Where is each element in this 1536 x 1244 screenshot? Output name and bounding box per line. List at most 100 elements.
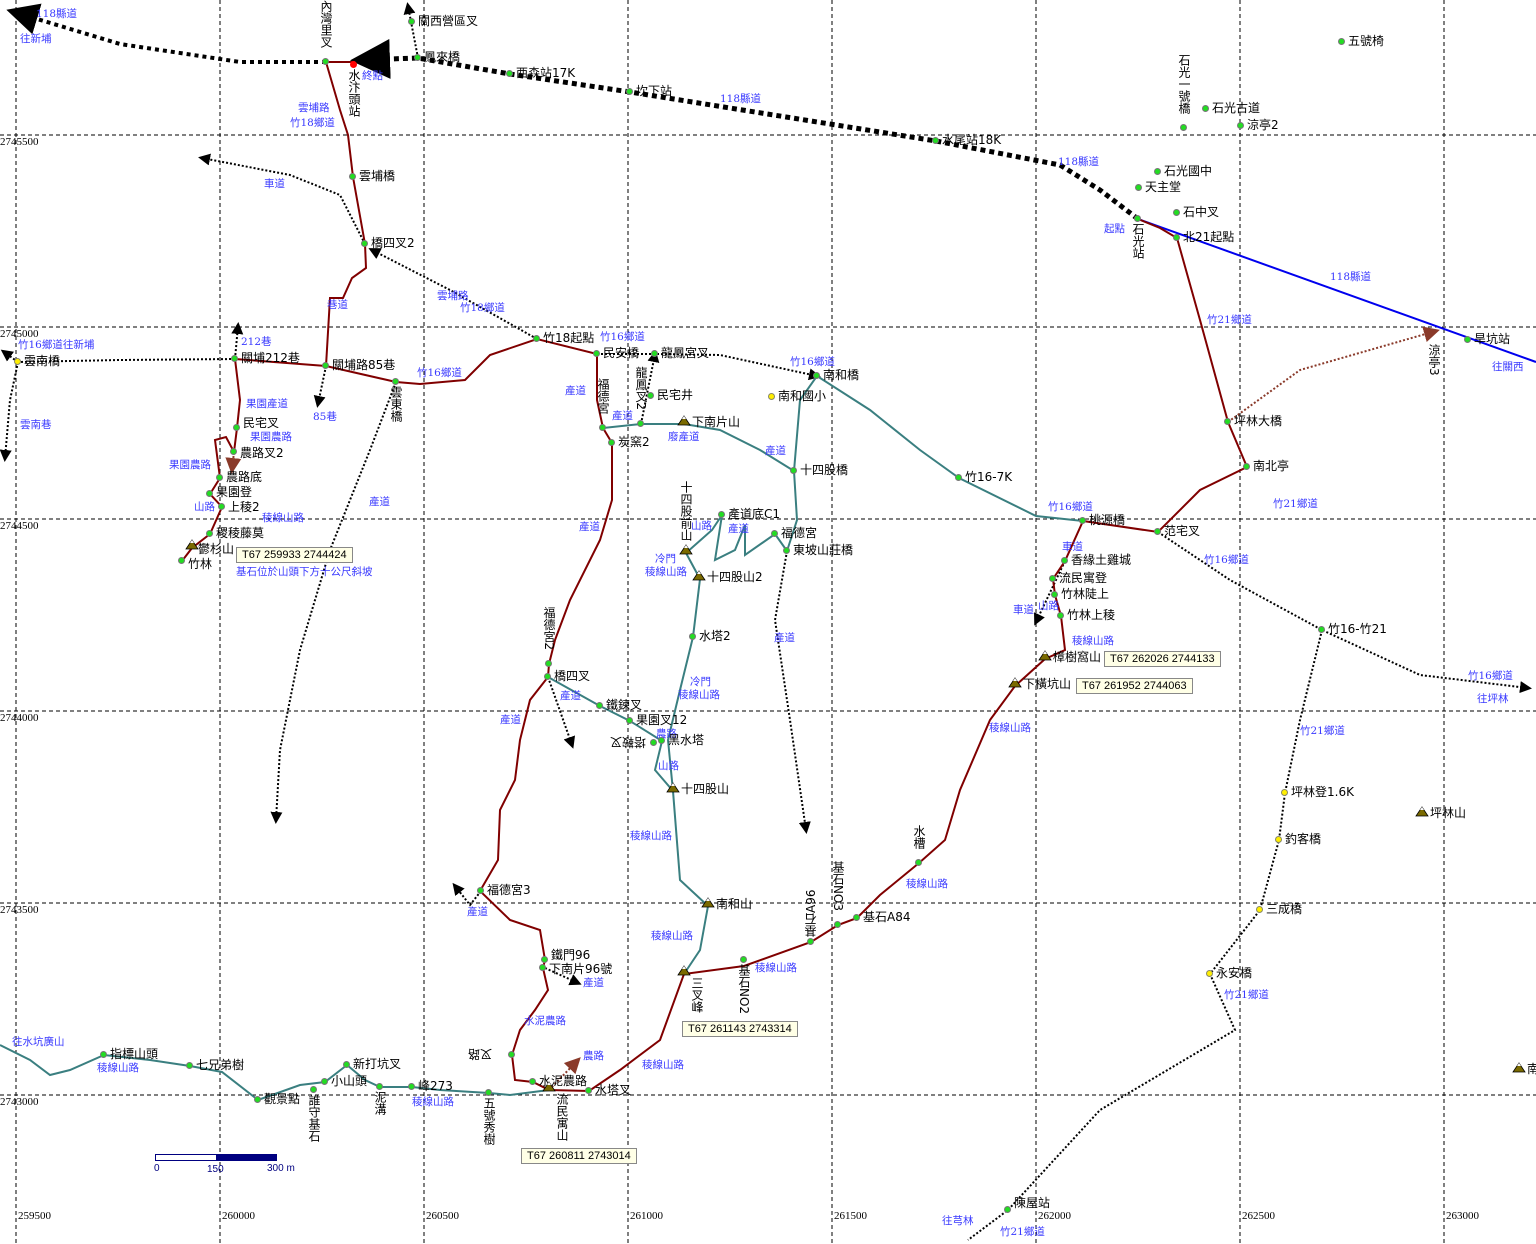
road-label: 往芎林 (942, 1215, 974, 1227)
waypoint-dot (233, 424, 240, 431)
road-label: 起點 (1104, 223, 1125, 235)
waypoint-dot (1318, 626, 1325, 633)
waypoint-dot (1004, 1206, 1011, 1213)
waypoint-label: 石光站 (1131, 223, 1145, 259)
waypoint-dot (637, 420, 644, 427)
waypoint-dot (932, 137, 939, 144)
road-label: 往坪林 (1477, 693, 1509, 705)
peak-label: 十四股山 (681, 782, 730, 796)
mountain-peak-icon (677, 965, 691, 976)
road-label: 竹18鄉道 (460, 302, 505, 314)
waypoint-label: 竹18起點 (543, 331, 595, 345)
road-label: 竹18鄉道 (290, 117, 335, 129)
peak-label: 下南片山 (692, 415, 741, 429)
waypoint-dot (813, 372, 820, 379)
waypoint-dot (1464, 336, 1471, 343)
waypoint-dot (1224, 418, 1231, 425)
road-label: 車道 (1062, 541, 1083, 553)
waypoint-dot (349, 173, 356, 180)
waypoint-dot (647, 392, 654, 399)
waypoint-label: 黑水塔 (668, 733, 705, 747)
waypoint-label: 涼亭2 (1247, 118, 1279, 132)
waypoint-label: 鐵鍊叉 (606, 698, 643, 712)
waypoint-dot (1049, 575, 1056, 582)
y-axis-label: 2743500 (0, 904, 39, 916)
road-label: 118縣道 (720, 93, 762, 105)
waypoint-dot (771, 530, 778, 537)
road-label: 往關西 (1492, 361, 1524, 373)
road-label: 稜線山路 (645, 566, 687, 578)
waypoint-dot (599, 424, 606, 431)
road-label: 產道 (612, 410, 633, 422)
waypoint-label: 龍鳳叉2 (634, 366, 648, 410)
coordinate-box: T67 261143 2743314 (682, 1021, 798, 1037)
waypoint-dot (322, 58, 329, 65)
county-road-118-west (6, 3, 326, 64)
mountain-peak-icon (679, 544, 693, 555)
road-label: 果園產道 (246, 398, 288, 410)
waypoint-label: 上稜2 (228, 500, 260, 514)
waypoint-dot (322, 362, 329, 369)
y-axis-label: 2743000 (0, 1096, 39, 1108)
waypoint-dot (529, 1078, 536, 1085)
waypoint-label: 陳屋站 (1014, 1196, 1051, 1210)
road-label: 竹16鄉道 (1204, 554, 1249, 566)
road-label: 雲南巷 (20, 419, 52, 431)
road-label: 竹16鄉道 (790, 356, 835, 368)
waypoint-dot (485, 1089, 492, 1096)
peak-label: 十四股前山 (679, 481, 693, 541)
mountain-peak-icon (1008, 677, 1022, 688)
waypoint-dot (1173, 234, 1180, 241)
road-label: 竹21鄉道 (1224, 989, 1269, 1001)
road-label: 稜線山路 (678, 689, 720, 701)
mountain-peak-icon (185, 539, 199, 550)
waypoint-label: 水塔2 (699, 629, 731, 643)
peak-label: 樟樹窩山 (1053, 650, 1102, 664)
waypoint-dot (790, 467, 797, 474)
waypoint-label: 永安橋 (1216, 966, 1253, 980)
waypoint-dot (508, 1051, 515, 1058)
waypoint-label: 誰守基石 (307, 1094, 321, 1142)
road-label: 巷道 (327, 299, 348, 311)
waypoint-dot (768, 393, 775, 400)
road-label: 竹21鄉道 (1000, 1226, 1045, 1238)
waypoint-dot (206, 530, 213, 537)
waypoint-dot (626, 88, 633, 95)
waypoint-label: 關埔212巷 (241, 351, 300, 365)
waypoint-dot (596, 702, 603, 709)
road-label: 冷門 (690, 676, 711, 688)
waypoint-dot (1237, 122, 1244, 129)
waypoint-label: 水汴頭站 (347, 69, 361, 117)
waypoint-dot (1338, 38, 1345, 45)
waypoint-label: 竹林上稜 (1067, 608, 1116, 622)
waypoint-label: 農路底 (226, 470, 263, 484)
waypoint-label: 西森站17K (516, 66, 576, 80)
road-label: 基石位於山頭下方十公尺斜坡 (236, 566, 373, 578)
x-axis-label: 260000 (222, 1210, 255, 1222)
waypoint-label: 五號椅 (1348, 34, 1385, 48)
road-label: 往水坑廣山 (12, 1036, 65, 1048)
waypoint-label: 水尾站18K (942, 133, 1002, 147)
road-label: 山路 (658, 760, 679, 772)
waypoint-dot (544, 673, 551, 680)
road-label: 產道 (369, 496, 390, 508)
road-label: 往新埔 (20, 33, 52, 45)
waypoint-dot (408, 18, 415, 25)
waypoint-dot (218, 503, 225, 510)
waypoint-label: 范宅叉 (1164, 524, 1201, 538)
peak-label: 鬱杉山 (198, 542, 235, 556)
waypoint-dot (408, 1083, 415, 1090)
road-label: 產道 (579, 521, 600, 533)
waypoint-label: 水槽 (912, 825, 926, 849)
waypoint-dot (206, 490, 213, 497)
waypoint-label: 果園叉12 (636, 713, 688, 727)
waypoint-label: 基石NO3 (831, 860, 845, 911)
waypoint-dot (1281, 789, 1288, 796)
waypoint-label: 指標山頭 (110, 1047, 159, 1061)
peak-label: 坪林山 (1430, 806, 1467, 820)
mountain-peak-icon (666, 782, 680, 793)
waypoint-dot (783, 547, 790, 554)
waypoint-label: 炭窯2 (618, 435, 650, 449)
waypoint-label: 雲東橋 (389, 386, 403, 422)
